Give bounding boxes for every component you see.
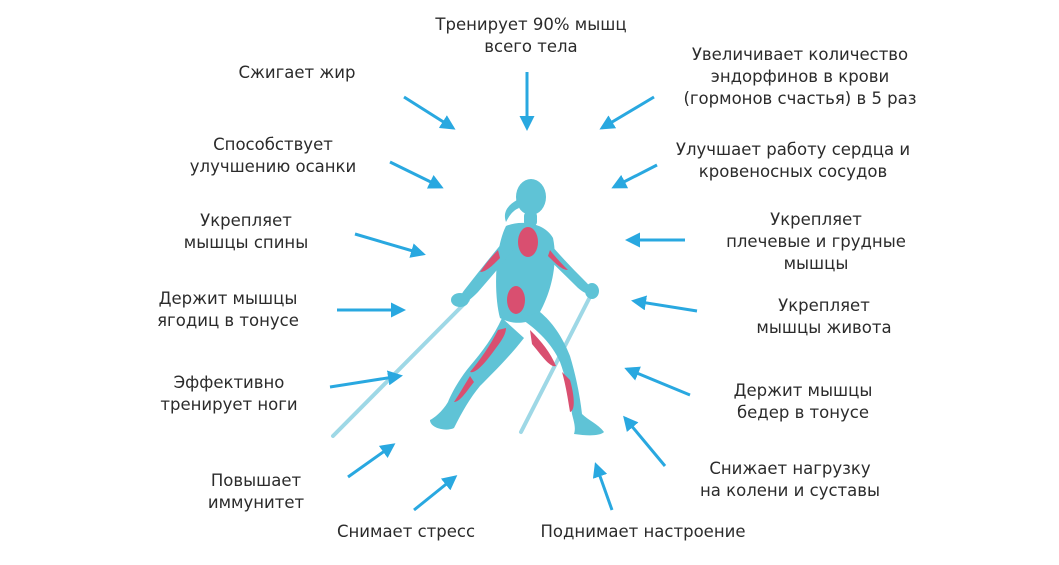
label-line: всего тела [484,37,578,56]
label-endorphins: Увеличивает количество эндорфинов в крови… [683,44,916,110]
label-line: кровеносных сосудов [698,162,888,181]
label-line: тренирует ноги [160,395,298,414]
label-line: Поднимает настроение [540,522,746,541]
label-line: Тренирует 90% мышц [435,15,627,34]
arrow-icon [403,95,456,130]
label-line: Эффективно [173,373,285,392]
label-line: мышцы [783,254,849,273]
arrow-icon [413,475,458,512]
label-immunity: Повышает иммунитет [208,470,304,514]
calf-muscle-front [562,372,574,412]
arm-muscle [480,250,500,272]
label-line: эндорфинов в крови [710,67,890,86]
label-line: Способствует [213,135,333,154]
arrow-icon [592,462,614,511]
calf-muscle-back [454,376,474,402]
label-abs: Укрепляет мышцы живота [756,295,891,339]
arrow-icon [624,366,691,397]
label-line: Укрепляет [200,211,292,230]
label-line: (гормонов счастья) в 5 раз [683,89,917,108]
label-fat: Сжигает жир [239,62,356,84]
arrow-icon [354,232,426,258]
label-line: ягодиц в тонусе [157,311,299,330]
label-line: Укрепляет [770,210,862,229]
abs-muscle [507,286,525,314]
thigh-muscle-back [470,328,506,373]
label-glutes: Держит мышцы ягодиц в тонусе [157,288,299,332]
label-mood: Поднимает настроение [541,521,746,543]
label-line: Увеличивает количество [691,45,909,64]
right-pole [519,285,597,434]
back-leg [430,318,524,430]
label-line: улучшению осанки [189,157,357,176]
label-line: Сжигает жир [238,63,356,82]
arrow-icon [631,295,698,313]
label-line: Держит мышцы [733,381,873,400]
head [516,179,546,215]
label-legs: Эффективно тренирует ноги [160,372,297,416]
arrow-icon [611,163,658,189]
ponytail [504,200,519,222]
left-arm [459,236,514,304]
forearm-muscle [548,250,568,270]
thigh-muscle-front [530,330,556,367]
label-line: плечевые и грудные [726,232,906,251]
label-line: Снижает нагрузку [709,459,871,478]
label-line: мышцы спины [183,233,309,252]
label-line: Укрепляет [778,296,870,315]
label-heart: Улучшает работу сердца и кровеносных сосу… [676,139,910,183]
label-line: Держит мышцы [158,289,298,308]
left-pole [331,298,470,438]
label-stress: Снимает стресс [337,521,475,543]
label-line: Повышает [210,471,302,490]
label-line: бедер в тонусе [736,403,870,422]
shoulder-muscle [518,227,538,257]
arrow-icon [389,160,444,189]
label-line: Улучшает работу сердца и [675,140,911,159]
arrow-icon [623,415,667,467]
left-hand [451,293,469,307]
neck [524,212,537,226]
label-joints: Снижает нагрузку на колени и суставы [700,458,880,502]
label-line: мышцы живота [756,318,892,337]
label-thighs: Держит мышцы бедер в тонусе [734,380,873,424]
right-hand [585,283,599,299]
label-posture: Способствует улучшению осанки [190,134,356,178]
label-line: Снимает стресс [336,522,476,541]
label-top: Тренирует 90% мышц всего тела [435,14,626,58]
label-shoulders: Укрепляет плечевые и грудные мышцы [726,209,906,275]
arrow-icon [599,95,655,130]
arrow-icon [329,370,403,389]
label-back: Укрепляет мышцы спины [184,210,308,254]
label-line: на колени и суставы [699,481,881,500]
label-line: иммунитет [207,493,305,512]
arrow-icon [347,443,396,479]
right-arm [540,238,594,294]
